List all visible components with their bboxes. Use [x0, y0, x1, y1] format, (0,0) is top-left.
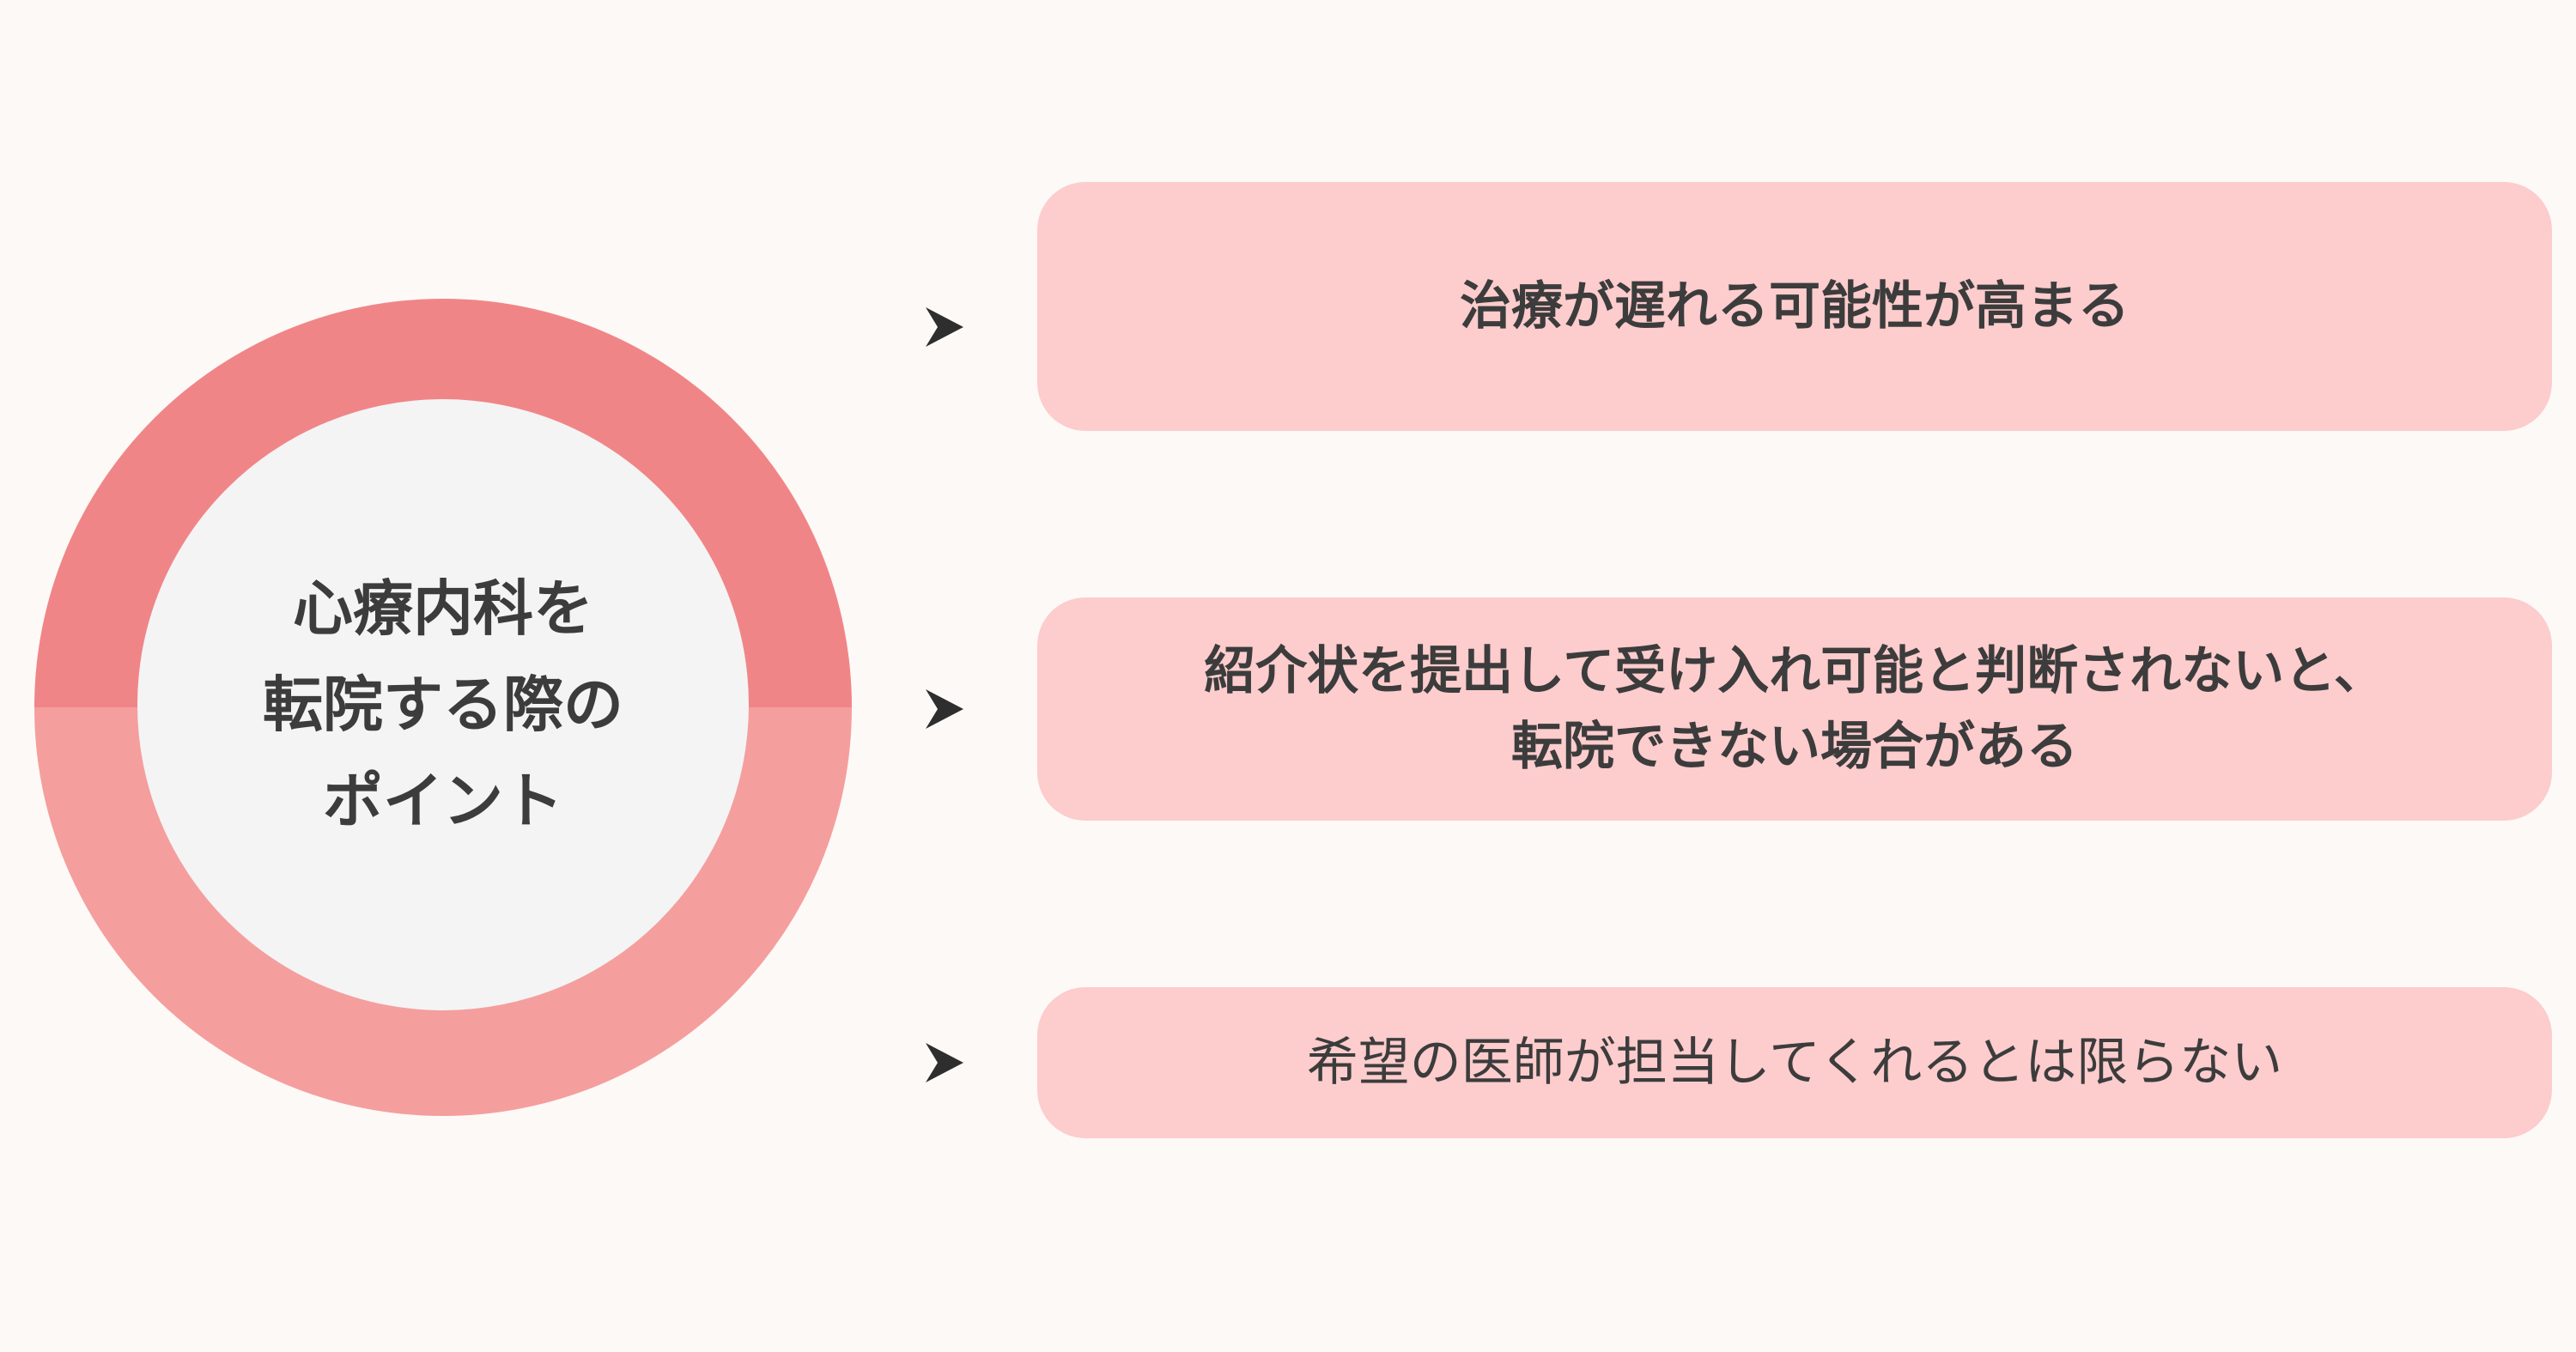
center-title-line-1: 心療内科を: [293, 573, 593, 644]
point-1-text: 治療が遅れる可能性が高まる: [1460, 276, 2129, 336]
center-circle: 心療内科を 転院する際の ポイント: [137, 399, 749, 1010]
center-title-line-2: 転院する際の: [263, 670, 623, 740]
point-3-text: 希望の医師が担当してくれるとは限らない: [1306, 1033, 2283, 1093]
point-2-text-line-2: 転院できない場合がある: [1511, 717, 2078, 777]
point-box-2: 紹介状を提出して受け入れ可能と判断されないと、 転院できない場合がある: [1037, 597, 2552, 821]
point-box-1: 治療が遅れる可能性が高まる: [1037, 182, 2552, 431]
point-2-text-line-1: 紹介状を提出して受け入れ可能と判断されないと、: [1204, 641, 2385, 701]
point-box-3: 希望の医師が担当してくれるとは限らない: [1037, 987, 2552, 1138]
center-title-line-3: ポイント: [323, 766, 563, 836]
